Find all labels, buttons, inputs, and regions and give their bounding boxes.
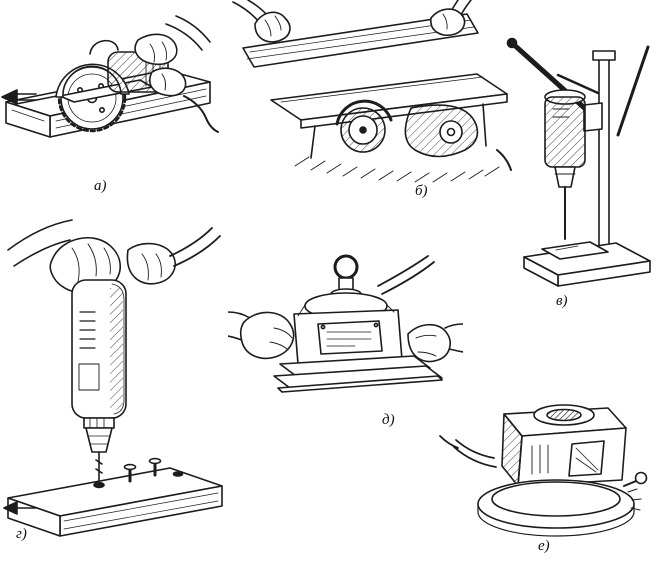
cutter-head <box>335 99 393 153</box>
machine-frame <box>310 103 487 159</box>
figure-d: д) <box>228 248 463 430</box>
figure-v: в) <box>498 35 659 310</box>
figure-e: е) <box>438 388 659 556</box>
chuck <box>83 417 115 453</box>
stand-column <box>592 50 616 272</box>
machine-body <box>501 404 627 487</box>
sleeves <box>7 219 73 267</box>
power-cord <box>183 95 219 133</box>
sander-body <box>293 292 403 365</box>
figure-d-label: д) <box>382 412 395 428</box>
sanding-base <box>273 355 443 393</box>
right-hand <box>407 323 463 363</box>
circular-base <box>477 479 642 537</box>
figure-g: г) <box>0 212 235 552</box>
base-plate <box>523 241 651 287</box>
operator-hands <box>134 15 211 97</box>
wood-board <box>7 467 223 537</box>
screws <box>123 457 184 483</box>
figure-e-label: е) <box>538 538 550 554</box>
electric-drill-icon <box>3 219 223 537</box>
power-cord <box>439 435 497 468</box>
power-cord <box>496 149 512 171</box>
left-hand <box>232 0 291 43</box>
left-hand <box>228 311 295 360</box>
figure-g-label: г) <box>16 526 27 542</box>
orbital-sander-icon <box>228 254 463 393</box>
drill-body <box>544 89 586 188</box>
figure-b-label: б) <box>415 183 428 199</box>
drilled-hole <box>93 481 105 489</box>
power-cord <box>377 255 435 295</box>
planer-motor <box>404 104 479 158</box>
figure-v-label: в) <box>556 293 568 309</box>
rotary-base-machine-icon <box>439 404 648 537</box>
saw-kerf <box>15 94 63 105</box>
figure-a: а) <box>0 0 220 205</box>
right-hand <box>430 0 472 36</box>
bench-planer-icon <box>232 0 512 183</box>
feed-arrow-icon <box>3 501 37 515</box>
figure-b: б) <box>215 0 515 200</box>
power-cord <box>169 227 221 267</box>
drill-bit <box>95 451 103 484</box>
drill-stand-icon <box>506 37 651 287</box>
circular-saw-icon <box>1 15 219 138</box>
depth-rod <box>616 45 650 137</box>
figure-a-label: а) <box>94 178 107 194</box>
ground-hatching <box>294 156 500 183</box>
operator-hands <box>49 236 176 295</box>
clamp-knob <box>623 471 648 487</box>
drill-body <box>71 279 127 419</box>
